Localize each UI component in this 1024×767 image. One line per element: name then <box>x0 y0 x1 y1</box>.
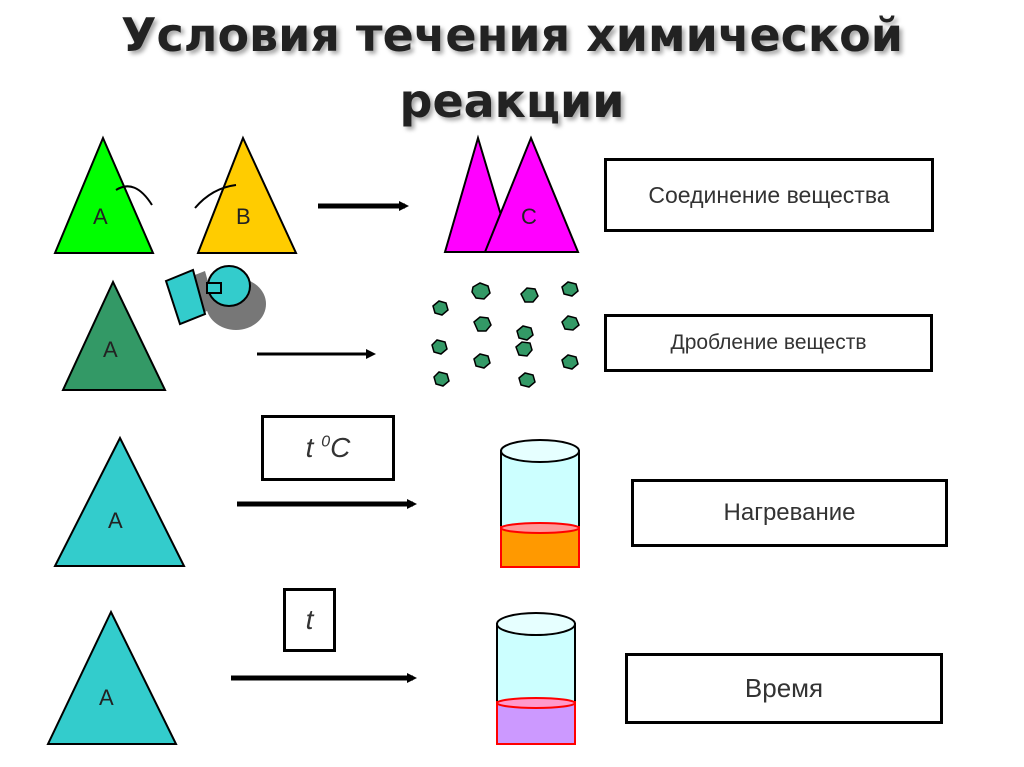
row-combination: A B C <box>53 134 580 254</box>
row-crushing: A <box>61 265 580 391</box>
triangle-a-green <box>53 135 155 254</box>
triangle-b-letter: B <box>236 204 251 229</box>
label-heating: Нагревание <box>631 479 948 547</box>
test-tube-time <box>496 612 576 745</box>
temperature-unit: C <box>330 432 351 463</box>
particles <box>431 281 580 388</box>
label-heating-text: Нагревание <box>723 499 856 526</box>
triangle-a-letter: A <box>93 204 108 229</box>
triangle-a-teal-3 <box>53 435 186 567</box>
hammer-icon <box>164 265 266 330</box>
test-tube-heating <box>500 439 580 568</box>
triangle-a-darkgreen <box>61 279 167 391</box>
label-crushing: Дробление веществ <box>604 314 933 372</box>
condition-temperature: t 0C <box>261 415 395 481</box>
label-crushing-text: Дробление веществ <box>670 331 867 354</box>
condition-time: t <box>283 588 336 652</box>
label-time-text: Время <box>744 673 824 703</box>
row-heating: A <box>53 435 580 568</box>
triangle-c-right <box>483 135 580 253</box>
temperature-t: t <box>305 432 314 463</box>
triangle-a-letter-4: A <box>99 685 114 710</box>
triangle-c-left <box>443 134 514 253</box>
condition-temperature-text: t 0C <box>306 432 351 464</box>
label-time: Время <box>625 653 943 724</box>
bond-line-a <box>115 185 153 206</box>
triangle-a-letter-3: A <box>108 508 123 533</box>
bond-line-b <box>194 184 237 209</box>
temperature-degree: 0 <box>321 433 331 451</box>
title-line-1: Условия течения химической <box>121 8 903 62</box>
title-line-2: реакции <box>399 74 625 128</box>
row-time: A <box>46 609 576 745</box>
label-combination: Соединение вещества <box>604 158 934 232</box>
triangle-a-letter-2: A <box>103 337 118 362</box>
triangle-b-yellow <box>196 135 298 254</box>
page-title: Условия течения химической реакции <box>0 0 1024 134</box>
triangle-a-teal-4 <box>46 609 178 745</box>
condition-time-text: t <box>305 604 314 635</box>
label-combination-text: Соединение вещества <box>648 181 890 208</box>
triangle-c-letter: C <box>521 204 537 229</box>
